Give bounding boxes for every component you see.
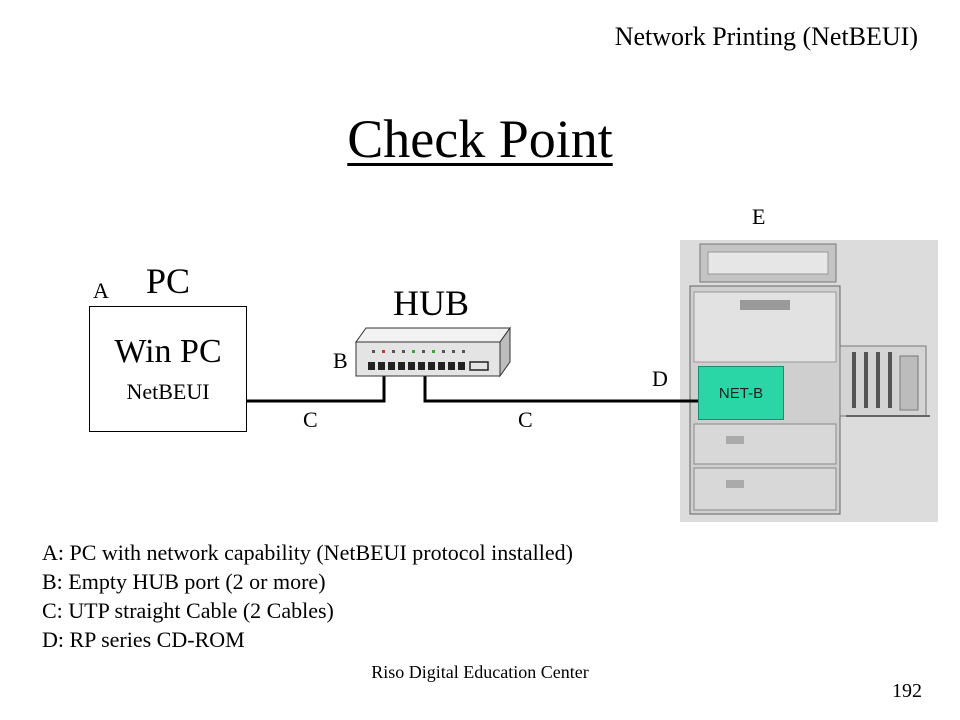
marker-b: B (333, 348, 348, 373)
section-label: Network Printing (NetBEUI) (614, 22, 918, 51)
marker-c-right: C (518, 407, 533, 432)
page-title: Check Point (347, 109, 613, 169)
pc-name: Win PC (114, 333, 222, 370)
cable-pc-hub (247, 372, 386, 403)
footer: Riso Digital Education Center (371, 662, 589, 682)
printer-image (689, 243, 930, 515)
pc-protocol: NetBEUI (126, 379, 210, 404)
marker-e: E (752, 204, 766, 229)
hub-label: HUB (393, 283, 470, 323)
legend-item-d: D: RP series CD-ROM (42, 627, 245, 652)
marker-c-left: C (303, 407, 318, 432)
page-number: 192 (892, 680, 922, 702)
pc-label: PC (146, 261, 191, 301)
legend-item-b: B: Empty HUB port (2 or more) (42, 569, 326, 594)
legend-item-a: A: PC with network capability (NetBEUI p… (42, 540, 573, 565)
legend-item-c: C: UTP straight Cable (2 Cables) (42, 598, 334, 623)
marker-d: D (652, 366, 668, 391)
pc-box: Win PC NetBEUI (89, 306, 247, 432)
cable-hub-printer (423, 372, 698, 403)
legend: A: PC with network capability (NetBEUI p… (42, 538, 573, 654)
netb-board: NET-B (698, 366, 784, 420)
hub-device (355, 326, 511, 378)
marker-a: A (93, 278, 109, 303)
